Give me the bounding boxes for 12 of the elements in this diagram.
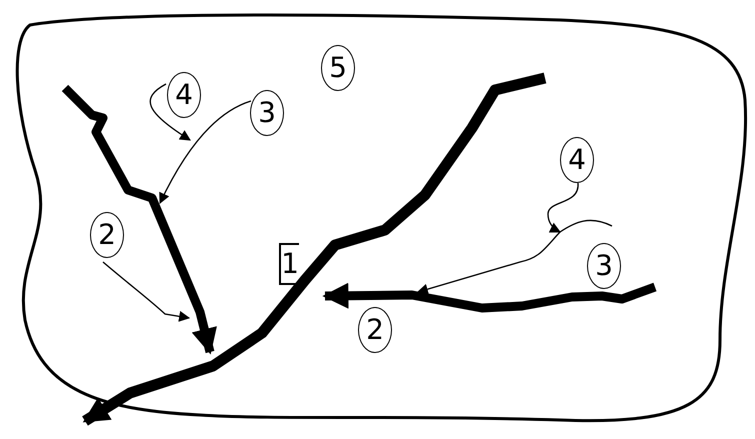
callout-number: 4 xyxy=(167,72,201,118)
callout-number: 5 xyxy=(321,45,355,91)
callout-number: 4 xyxy=(560,137,594,183)
callout-number: 2 xyxy=(358,307,392,353)
callout-number: 1 xyxy=(279,243,299,285)
callout-number: 3 xyxy=(587,243,621,289)
leader-arrow xyxy=(150,83,191,141)
leader-arrow xyxy=(102,262,190,322)
leader-arrow xyxy=(547,182,579,233)
callout-number: 2 xyxy=(90,212,124,258)
callout-number: 3 xyxy=(250,90,284,136)
leader-arrow xyxy=(159,100,252,204)
